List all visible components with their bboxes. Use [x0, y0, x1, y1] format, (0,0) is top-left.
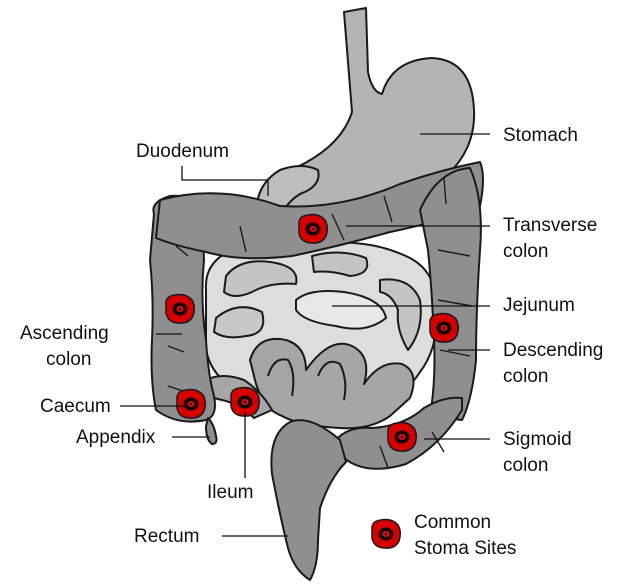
- label-appendix: Appendix: [76, 427, 156, 448]
- label-stomach: Stomach: [503, 125, 578, 146]
- legend-line1: Common: [414, 512, 491, 533]
- label-sigmoid-colon-line1: Sigmoid: [503, 429, 572, 450]
- stoma-site-transverse: [299, 215, 327, 244]
- label-jejunum: Jejunum: [503, 295, 575, 316]
- legend-line2: Stoma Sites: [414, 538, 516, 559]
- label-sigmoid-colon-line2: colon: [503, 455, 548, 476]
- stoma-site-caecum: [177, 390, 205, 419]
- stoma-site-ascending: [166, 295, 194, 324]
- stoma-site-ileum: [231, 388, 259, 417]
- label-ascending-colon-line2: colon: [46, 349, 91, 370]
- label-transverse-colon-line1: Transverse: [503, 215, 597, 236]
- label-caecum: Caecum: [40, 396, 111, 417]
- stoma-site-descending: [430, 314, 458, 343]
- legend: Common Stoma Sites: [372, 512, 517, 559]
- label-transverse-colon-line2: colon: [503, 241, 548, 262]
- appendix-shape: [206, 418, 217, 444]
- jejunum-loop: [312, 252, 367, 276]
- label-descending-colon-line2: colon: [503, 366, 548, 387]
- label-rectum: Rectum: [134, 526, 199, 547]
- label-duodenum: Duodenum: [136, 141, 229, 162]
- label-ileum: Ileum: [207, 482, 253, 503]
- rectum-shape: [271, 420, 346, 580]
- label-ascending-colon-line1: Ascending: [20, 323, 109, 344]
- stoma-icon: [372, 520, 400, 549]
- stoma-site-sigmoid: [388, 423, 416, 452]
- label-descending-colon-line1: Descending: [503, 340, 603, 361]
